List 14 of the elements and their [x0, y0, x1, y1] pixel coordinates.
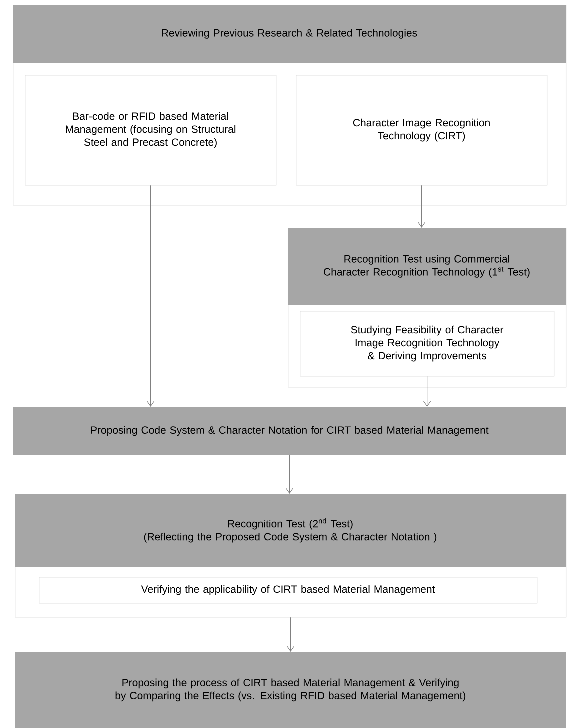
arrow [286, 455, 294, 494]
arrow [418, 185, 426, 228]
process-box: Character Image Recognition Technology (CIRT) [296, 75, 548, 186]
process-box: Studying Feasibility of Character Image Recognition Technology & Deriving Improvements [300, 311, 555, 377]
arrow [287, 617, 295, 652]
process-box: Verifying the applicability of CIRT based Material Management [39, 577, 538, 604]
process-box: Bar-code or RFID based Material Management (focusing on Structural Steel and Precast Concrete) [25, 75, 277, 186]
arrow [424, 376, 432, 407]
panel-heading: Reviewing Previous Research & Related Technologies [162, 29, 418, 39]
panel-heading: Recognition Test (2$^{nd}$ Test) (Reflecting the Proposed Code System & Character Notation ) [144, 518, 437, 543]
panel-heading: Recognition Test using Commercial Character Recognition Technology (1$^{st}$ Test) [324, 255, 530, 278]
process-bar: Proposing Code System & Character Notation for CIRT based Material Management [13, 407, 566, 456]
arrow [147, 185, 155, 407]
process-bar: Proposing the process of CIRT based Material Management & Verifying by Comparing the Effects (vs. Existing RFID based Material Management) [15, 652, 566, 728]
